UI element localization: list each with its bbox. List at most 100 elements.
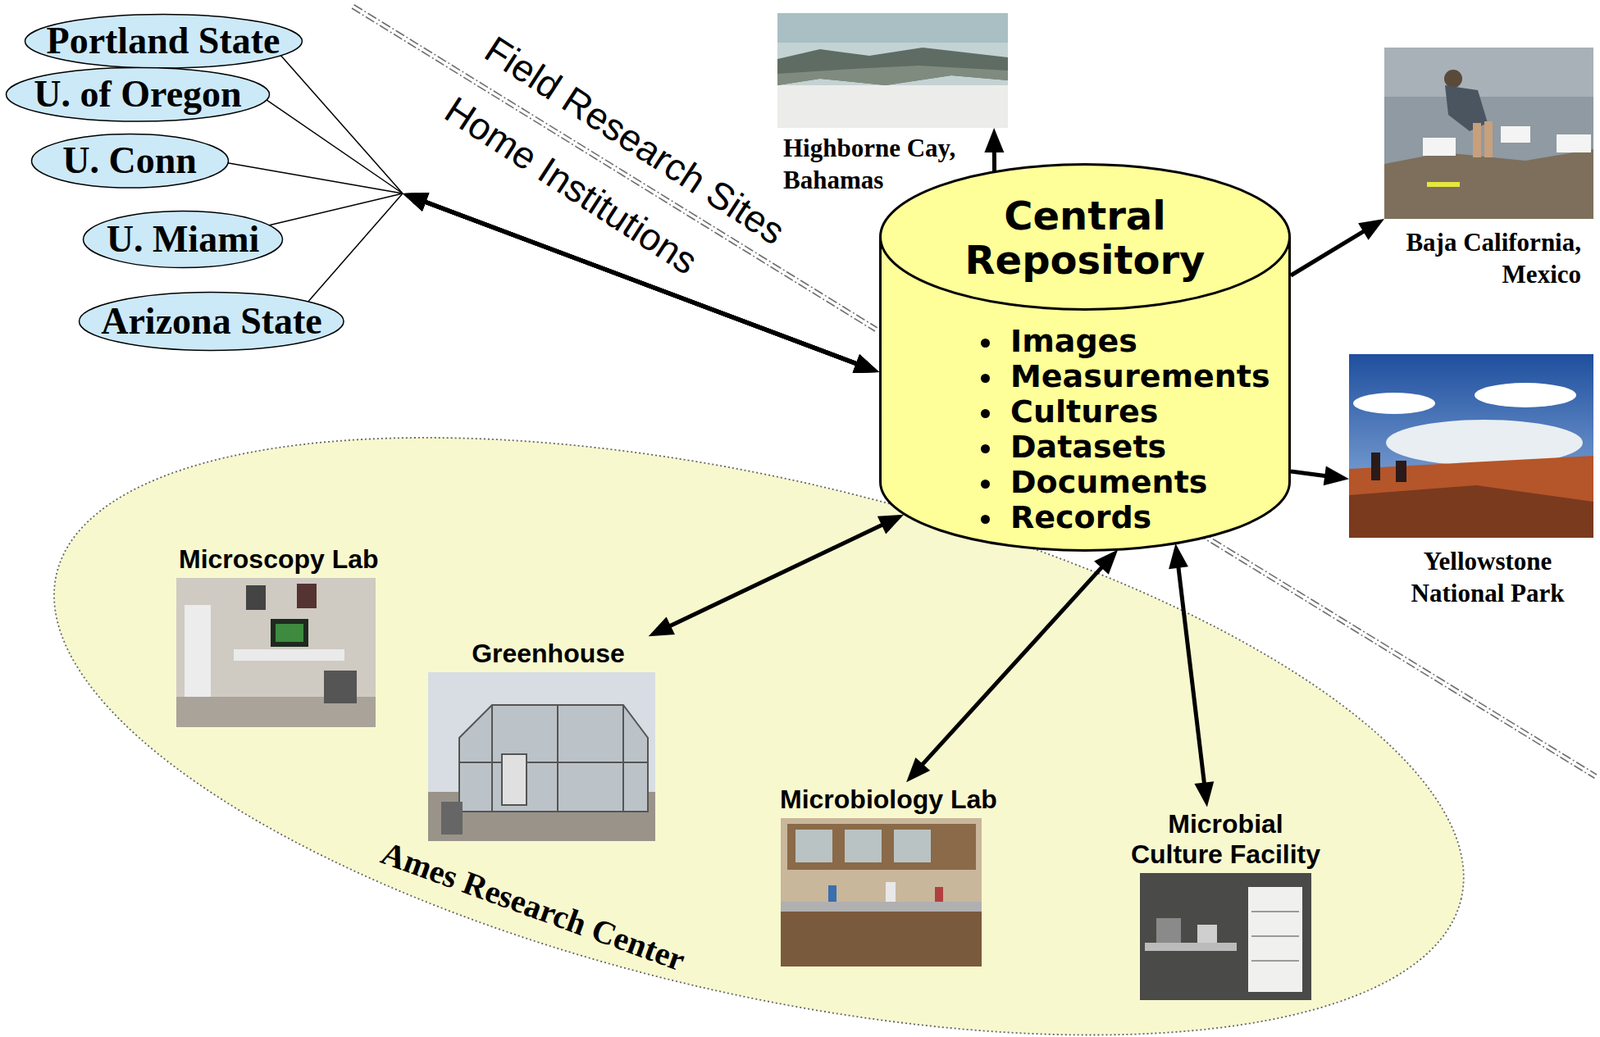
arrow-head: [852, 354, 880, 373]
photo-rocks: [777, 65, 1008, 86]
photo-person-head: [1444, 69, 1463, 88]
site-photo: Highborne Cay, Bahamas: [777, 13, 1008, 199]
photo-far-water: [1384, 47, 1594, 97]
photo-screen: [275, 624, 304, 643]
text-holder: Datasets: [1010, 429, 1167, 465]
photo-caption: Baja California, Mexico: [1381, 225, 1584, 293]
photo-water: [777, 13, 1008, 128]
institution-name: U. Miami: [106, 218, 260, 261]
photo-cloud: [1353, 392, 1436, 415]
text-holder: Measurements: [1010, 359, 1271, 395]
connector-line: [919, 564, 1105, 768]
photo-bench: [1144, 943, 1237, 952]
connector-line: [420, 200, 861, 365]
connector-line: [665, 523, 886, 629]
photo-rocks: [777, 47, 1008, 86]
connector-arrow: [1168, 543, 1214, 807]
repository-item: Measurements: [1010, 359, 1271, 395]
arrow-head: [402, 192, 429, 211]
photo-greenhouse: [428, 672, 656, 842]
arrow-head: [1168, 543, 1189, 570]
photo-tray: [1556, 134, 1591, 153]
bullet-dot: [980, 479, 990, 489]
connector-line: [308, 193, 403, 302]
photo-caption: Microbiology Lab: [777, 782, 1000, 818]
photo-highborne: [777, 13, 1008, 128]
photo-caption: Microbial Culture Facility: [1122, 806, 1329, 873]
photo-sky: [777, 13, 1008, 43]
photo-person-body: [1445, 85, 1488, 132]
photo-picture: [246, 585, 266, 611]
photo-bottle: [828, 885, 837, 903]
photo-room: [1139, 873, 1312, 1001]
photo-tray: [1422, 137, 1456, 156]
connector-line: [227, 163, 403, 194]
bullet-dot: [980, 338, 990, 348]
arrow-head: [1323, 466, 1350, 487]
photo-ground: [1349, 455, 1594, 538]
connector-arrow: [1290, 466, 1350, 487]
photo-ground-dark: [1349, 485, 1594, 538]
photo-person-leg: [1472, 123, 1482, 158]
photo-wall: [780, 818, 982, 967]
facility-region: Ames Research CenterMicroscopy LabGreenh…: [53, 437, 1465, 1036]
photo-caption: Highborne Cay, Bahamas: [780, 131, 983, 199]
photo-bench: [780, 911, 982, 967]
photo-person-leg: [1484, 121, 1493, 158]
institution-ellipse: U. Miami: [82, 209, 284, 269]
connector-line: [266, 100, 403, 194]
photo-wall: [176, 578, 376, 728]
photo-culture-facility: [1139, 873, 1312, 1001]
institution-name: Portland State: [46, 20, 281, 63]
photo-yellowstone: [1349, 354, 1594, 538]
photo-bottle: [934, 887, 944, 903]
bullet-dot: [980, 373, 990, 383]
text-holder: Records: [1010, 500, 1152, 536]
connector-arrow: [648, 515, 904, 638]
photo-chair: [323, 670, 357, 704]
photo-sky: [428, 672, 656, 842]
photo-figure: [1395, 460, 1407, 483]
institution-ellipse: U. of Oregon: [4, 66, 271, 124]
text-holder: Greenhouse: [469, 636, 628, 672]
photo-caption: Yellowstone National Park: [1397, 544, 1579, 612]
ellipse-shape: [79, 292, 345, 351]
photo-bottle: [885, 882, 896, 903]
repository-item: Records: [1010, 500, 1152, 536]
institution-name: U. Conn: [62, 140, 197, 183]
arrow-head: [1358, 218, 1385, 241]
repository-item: Cultures: [1010, 394, 1158, 430]
photo-barrel: [441, 802, 463, 835]
photo-sky: [1349, 354, 1594, 538]
bullet-dot: [980, 444, 990, 454]
connector-line: [420, 200, 861, 365]
photo-sand: [777, 85, 1008, 128]
cylinder-body: [880, 164, 1291, 552]
ellipse-shape: [6, 67, 270, 122]
photo-frame: [556, 705, 559, 812]
institution-name: Arizona State: [100, 300, 323, 343]
text-holder: Baja California, Mexico: [1381, 225, 1584, 293]
photo-glass: [795, 829, 833, 863]
institution-ellipse: Portland State: [23, 13, 304, 70]
connector-line: [420, 200, 861, 365]
ellipse-shape: [24, 13, 302, 69]
repository-item: Images: [1010, 323, 1138, 360]
text-holder: Images: [1010, 323, 1138, 360]
photo-greenhouse-body: [459, 705, 648, 812]
photo-microbiology: [780, 818, 982, 967]
arrow-head: [402, 192, 429, 211]
connector-arrow: [906, 549, 1118, 783]
text-holder: Cultures: [1010, 394, 1158, 430]
photo-microscopy: [176, 578, 376, 728]
connector-arrow: [227, 163, 880, 374]
photo-figure: [1371, 452, 1381, 481]
connector-arrow: [266, 100, 880, 374]
photo-glass: [844, 829, 882, 863]
text-holder: Microbiology Lab: [777, 782, 1000, 818]
connector-arrow: [1290, 218, 1385, 276]
connector-line: [1290, 228, 1368, 276]
arrow-head: [648, 616, 675, 637]
text-holder: Portland State: [46, 20, 281, 63]
